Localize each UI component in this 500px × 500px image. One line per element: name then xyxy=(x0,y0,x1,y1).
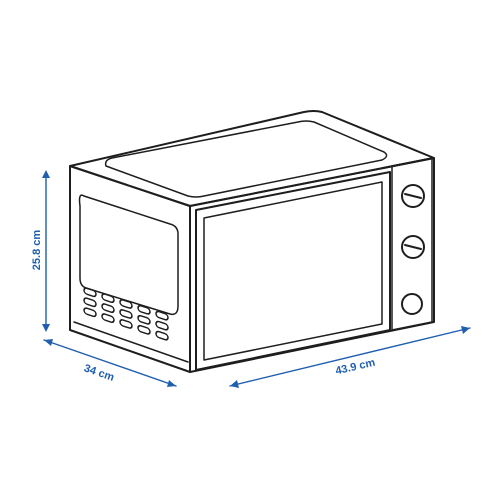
height-dimension: 25.8 cm xyxy=(31,170,50,332)
height-label: 25.8 cm xyxy=(31,230,43,271)
door-frame xyxy=(195,171,391,371)
side-window xyxy=(78,194,179,316)
microwave-front xyxy=(189,157,435,373)
door-window xyxy=(203,181,383,361)
base-strip xyxy=(73,321,189,363)
depth-label: 34 cm xyxy=(82,362,116,384)
side-vent-grille xyxy=(83,287,169,341)
microwave-oven xyxy=(69,110,435,373)
door-release-button xyxy=(401,293,423,315)
control-panel xyxy=(391,157,433,331)
microwave-top-panel xyxy=(104,120,388,198)
middle-knob xyxy=(401,235,425,259)
microwave-top xyxy=(69,110,435,207)
top-knob xyxy=(401,184,425,208)
depth-dimension: 34 cm xyxy=(43,339,177,387)
